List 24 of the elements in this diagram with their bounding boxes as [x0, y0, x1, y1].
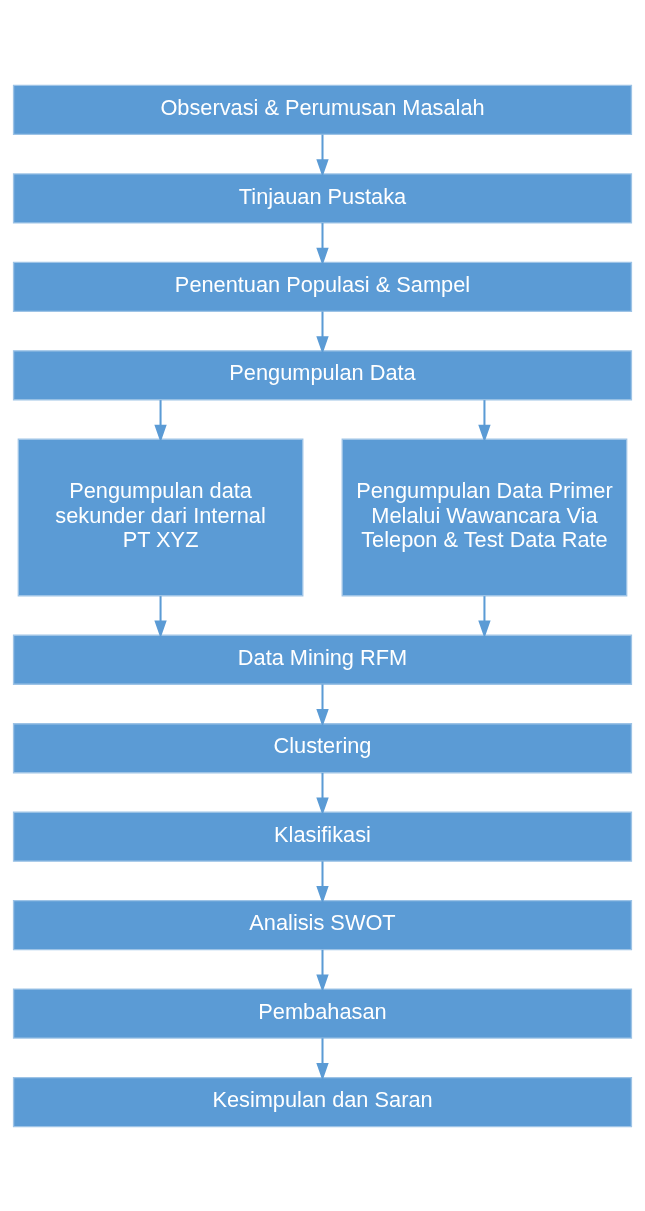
node-box: Kesimpulan dan Saran: [12, 1076, 633, 1127]
node-box: Clustering: [12, 722, 633, 773]
arrow: [316, 1037, 329, 1081]
node-box: Pengumpulan data sekunder dari Internal PT XYZ: [17, 438, 304, 596]
node-box: Pembahasan: [12, 987, 633, 1039]
arrow: [316, 949, 329, 992]
arrow: [316, 134, 329, 177]
arrow: [316, 311, 329, 354]
node-box: Klasifikasi: [12, 811, 633, 862]
arrow: [316, 860, 329, 904]
node-box: Observasi & Perumusan Masalah: [12, 84, 633, 135]
node-box: Tinjauan Pustaka: [12, 172, 633, 224]
arrow: [478, 595, 491, 638]
arrow: [478, 399, 491, 442]
arrow: [316, 772, 329, 815]
arrow: [316, 222, 329, 265]
arrow: [316, 683, 329, 727]
node-box: Pengumpulan Data Primer Melalui Wawancara Via Telepon & Test Data Rate: [341, 438, 628, 596]
node-box: Data Mining RFM: [12, 634, 633, 685]
node-box: Analisis SWOT: [12, 899, 633, 950]
arrow: [154, 399, 167, 442]
node-box: Pengumpulan Data: [12, 349, 633, 400]
node-box: Penentuan Populasi & Sampel: [12, 261, 633, 312]
arrow: [154, 595, 167, 638]
